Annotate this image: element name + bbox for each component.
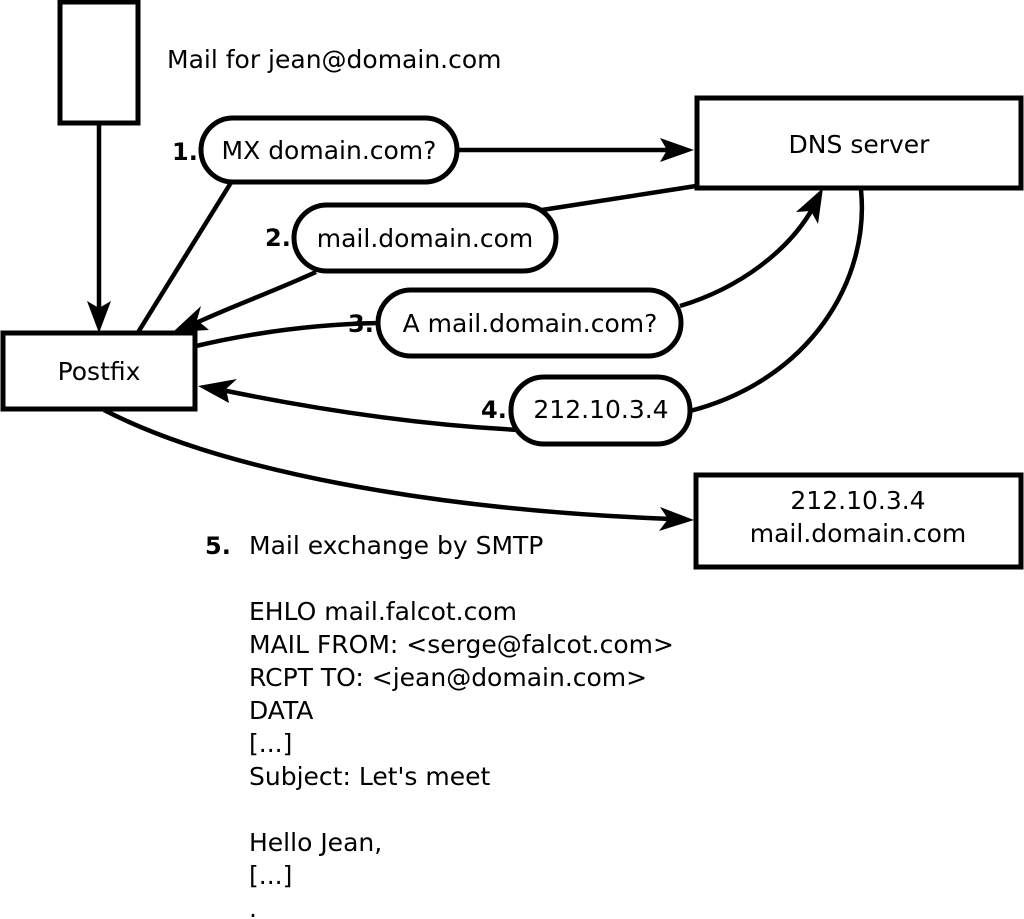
smtp-line-5: Subject: Let's meet: [249, 762, 490, 791]
node-dns-server[interactable]: DNS server: [694, 95, 1024, 191]
step-1[interactable]: 1. MX domain.com?: [172, 115, 460, 185]
edge-postfix-to-step3: [195, 320, 381, 349]
edge-dns-to-step2-tail: [528, 183, 697, 215]
step-3[interactable]: 3. A mail.domain.com?: [348, 287, 684, 359]
smtp-line-1: MAIL FROM: <serge@falcot.com>: [249, 630, 674, 659]
node-dns-server-label: DNS server: [789, 130, 931, 159]
step-2-number: 2.: [265, 224, 291, 252]
smtp-line-0: EHLO mail.falcot.com: [249, 597, 517, 626]
edge-step1-to-dns: [458, 138, 694, 162]
smtp-line-2: RCPT TO: <jean@domain.com>: [249, 663, 647, 692]
smtp-line-8: [...]: [249, 861, 292, 890]
smtp-line-3: DATA: [249, 696, 313, 725]
step-5-number: 5.: [205, 532, 231, 560]
arrowhead-postfix-mailserver: [659, 507, 694, 531]
arrowhead-client-postfix: [87, 301, 111, 333]
arrowhead-step4-postfix: [198, 379, 237, 403]
node-postfix[interactable]: Postfix: [0, 330, 198, 412]
arrowhead-step1-dns: [660, 138, 694, 162]
smtp-line-4: [...]: [249, 729, 292, 758]
edge-step1-tail-to-postfix: [135, 179, 234, 336]
diagram-title: Mail for jean@domain.com: [167, 45, 502, 74]
edge-postfix-to-mailserver: [102, 408, 694, 531]
step-1-label: MX domain.com?: [222, 136, 437, 165]
node-postfix-label: Postfix: [58, 357, 141, 386]
step-5-label: Mail exchange by SMTP: [249, 531, 543, 560]
step-2[interactable]: 2. mail.domain.com: [265, 202, 559, 274]
step-2-label: mail.domain.com: [317, 224, 533, 253]
smtp-line-7: Hello Jean,: [249, 828, 382, 857]
edge-dns-to-step4-tail: [689, 189, 865, 414]
node-mail-server-ip: 212.10.3.4: [790, 486, 925, 515]
smtp-transcript: EHLO mail.falcot.com MAIL FROM: <serge@f…: [249, 597, 674, 919]
arrowhead-step3-dns: [796, 188, 823, 224]
step-1-number: 1.: [172, 138, 198, 166]
edge-step2-to-postfix: [173, 269, 317, 332]
step-3-number: 3.: [348, 310, 374, 338]
edge-step4-to-postfix: [198, 379, 521, 433]
arrowhead-step2-postfix: [173, 306, 209, 332]
node-mail-server[interactable]: 212.10.3.4 mail.domain.com: [693, 472, 1024, 570]
edge-step3-to-dns: [679, 188, 823, 309]
step-3-label: A mail.domain.com?: [403, 309, 658, 338]
node-client[interactable]: [57, 0, 141, 126]
step-4[interactable]: 4. 212.10.3.4: [481, 374, 693, 447]
step-4-number: 4.: [481, 396, 507, 424]
edge-client-to-postfix: [87, 123, 111, 333]
smtp-line-9: .: [249, 894, 257, 919]
step-4-label: 212.10.3.4: [533, 395, 668, 424]
node-mail-server-hostname: mail.domain.com: [750, 519, 966, 548]
